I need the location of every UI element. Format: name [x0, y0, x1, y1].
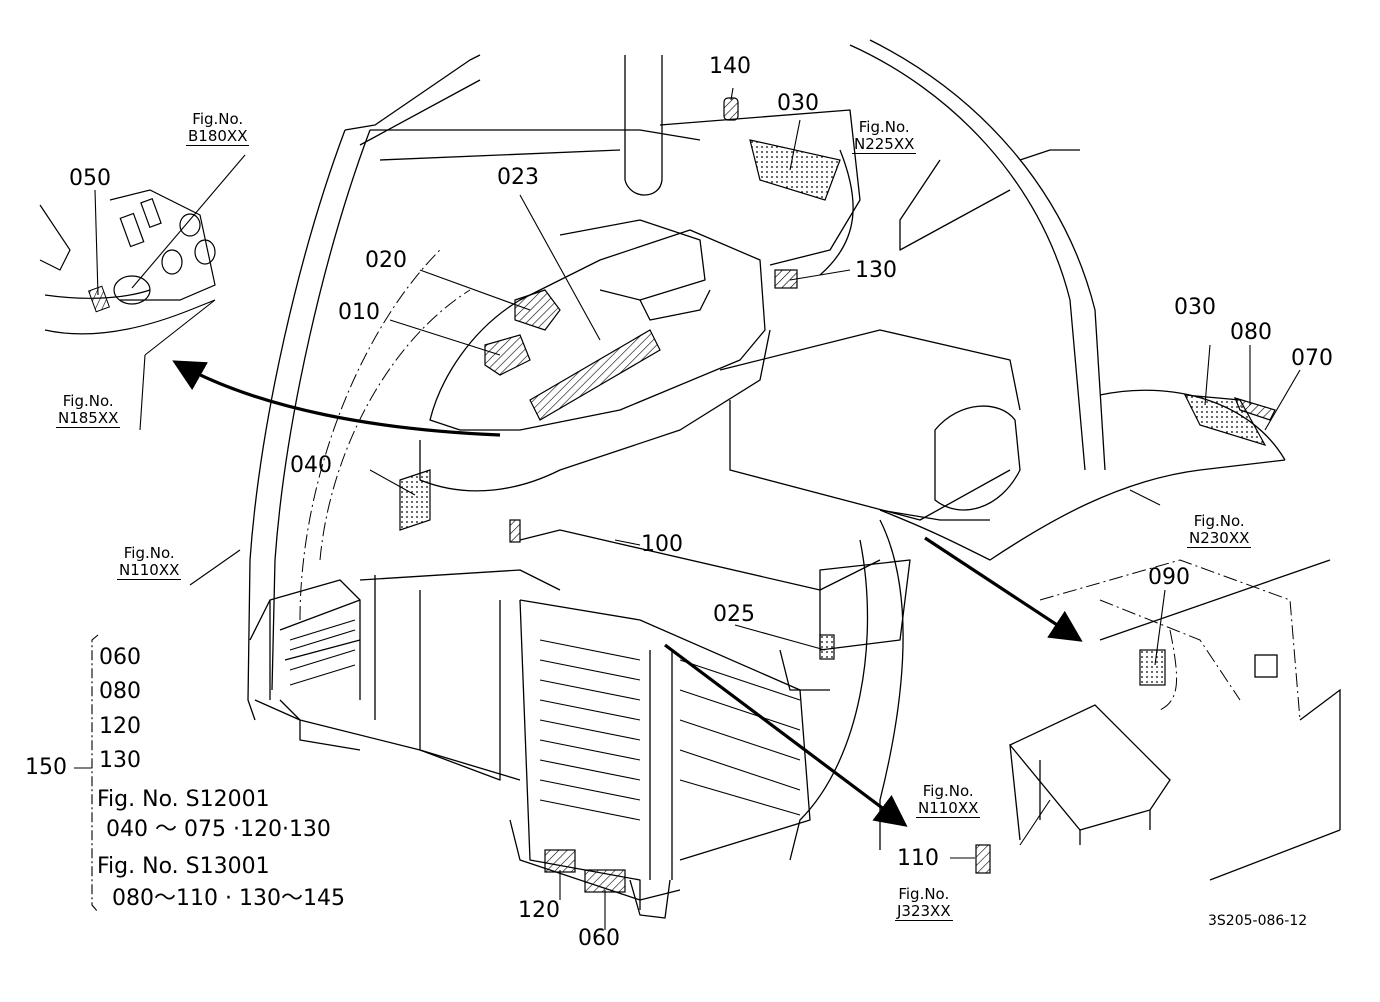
figref-n225: Fig.No. N225XX: [852, 118, 917, 154]
figref-n110-left: Fig.No. N110XX: [117, 544, 182, 580]
part-label-040: 040: [290, 453, 332, 478]
part-label-060: 060: [578, 926, 620, 951]
figref-label: Fig.No.: [858, 118, 910, 136]
figref-n185: Fig.No. N185XX: [56, 392, 121, 428]
figref-label: Fig.No.: [62, 392, 114, 410]
part-label-130-top: 130: [855, 258, 897, 283]
figref-number: N110XX: [916, 799, 981, 818]
group-150-range-1: 040 ～ 075 ·120·130: [106, 817, 331, 842]
group-150-fig-s12001: Fig. No. S12001: [97, 787, 270, 812]
part-label-090: 090: [1148, 565, 1190, 590]
figref-number: N225XX: [852, 135, 917, 154]
part-label-023: 023: [497, 165, 539, 190]
figref-number: N230XX: [1187, 529, 1252, 548]
group-150-item-130: 130: [99, 748, 141, 773]
part-label-140: 140: [709, 54, 751, 79]
group-150-item-120: 120: [99, 714, 141, 739]
figref-label: Fig.No.: [922, 782, 974, 800]
figref-label: Fig.No.: [1193, 512, 1245, 530]
figref-label: Fig.No.: [192, 110, 244, 128]
part-label-025: 025: [713, 602, 755, 627]
figref-label: Fig.No.: [123, 544, 175, 562]
part-label-150: 150: [25, 755, 67, 780]
part-label-110: 110: [897, 846, 939, 871]
part-label-100: 100: [641, 532, 683, 557]
figref-b180: Fig.No. B180XX: [186, 110, 250, 146]
group-150-item-080: 080: [99, 679, 141, 704]
figref-number: J323XX: [895, 902, 953, 921]
part-label-120: 120: [518, 898, 560, 923]
figref-label: Fig.No.: [898, 885, 950, 903]
figref-n110-right: Fig.No. N110XX: [916, 782, 981, 818]
part-label-050: 050: [69, 166, 111, 191]
part-label-010: 010: [338, 300, 380, 325]
figref-number: N110XX: [117, 561, 182, 580]
figref-number: B180XX: [186, 127, 250, 146]
figref-number: N185XX: [56, 409, 121, 428]
part-label-080: 080: [1230, 320, 1272, 345]
part-label-030-right: 030: [1174, 295, 1216, 320]
drawing-code: 3S205-086-12: [1208, 913, 1308, 929]
figref-n230: Fig.No. N230XX: [1187, 512, 1252, 548]
group-150-fig-s13001: Fig. No. S13001: [97, 854, 270, 879]
group-150-item-060: 060: [99, 645, 141, 670]
figref-j323: Fig.No. J323XX: [895, 886, 953, 921]
part-label-030-top: 030: [777, 91, 819, 116]
part-label-070: 070: [1291, 346, 1333, 371]
part-label-020: 020: [365, 248, 407, 273]
group-150-range-2: 080～110 · 130～145: [112, 886, 345, 911]
